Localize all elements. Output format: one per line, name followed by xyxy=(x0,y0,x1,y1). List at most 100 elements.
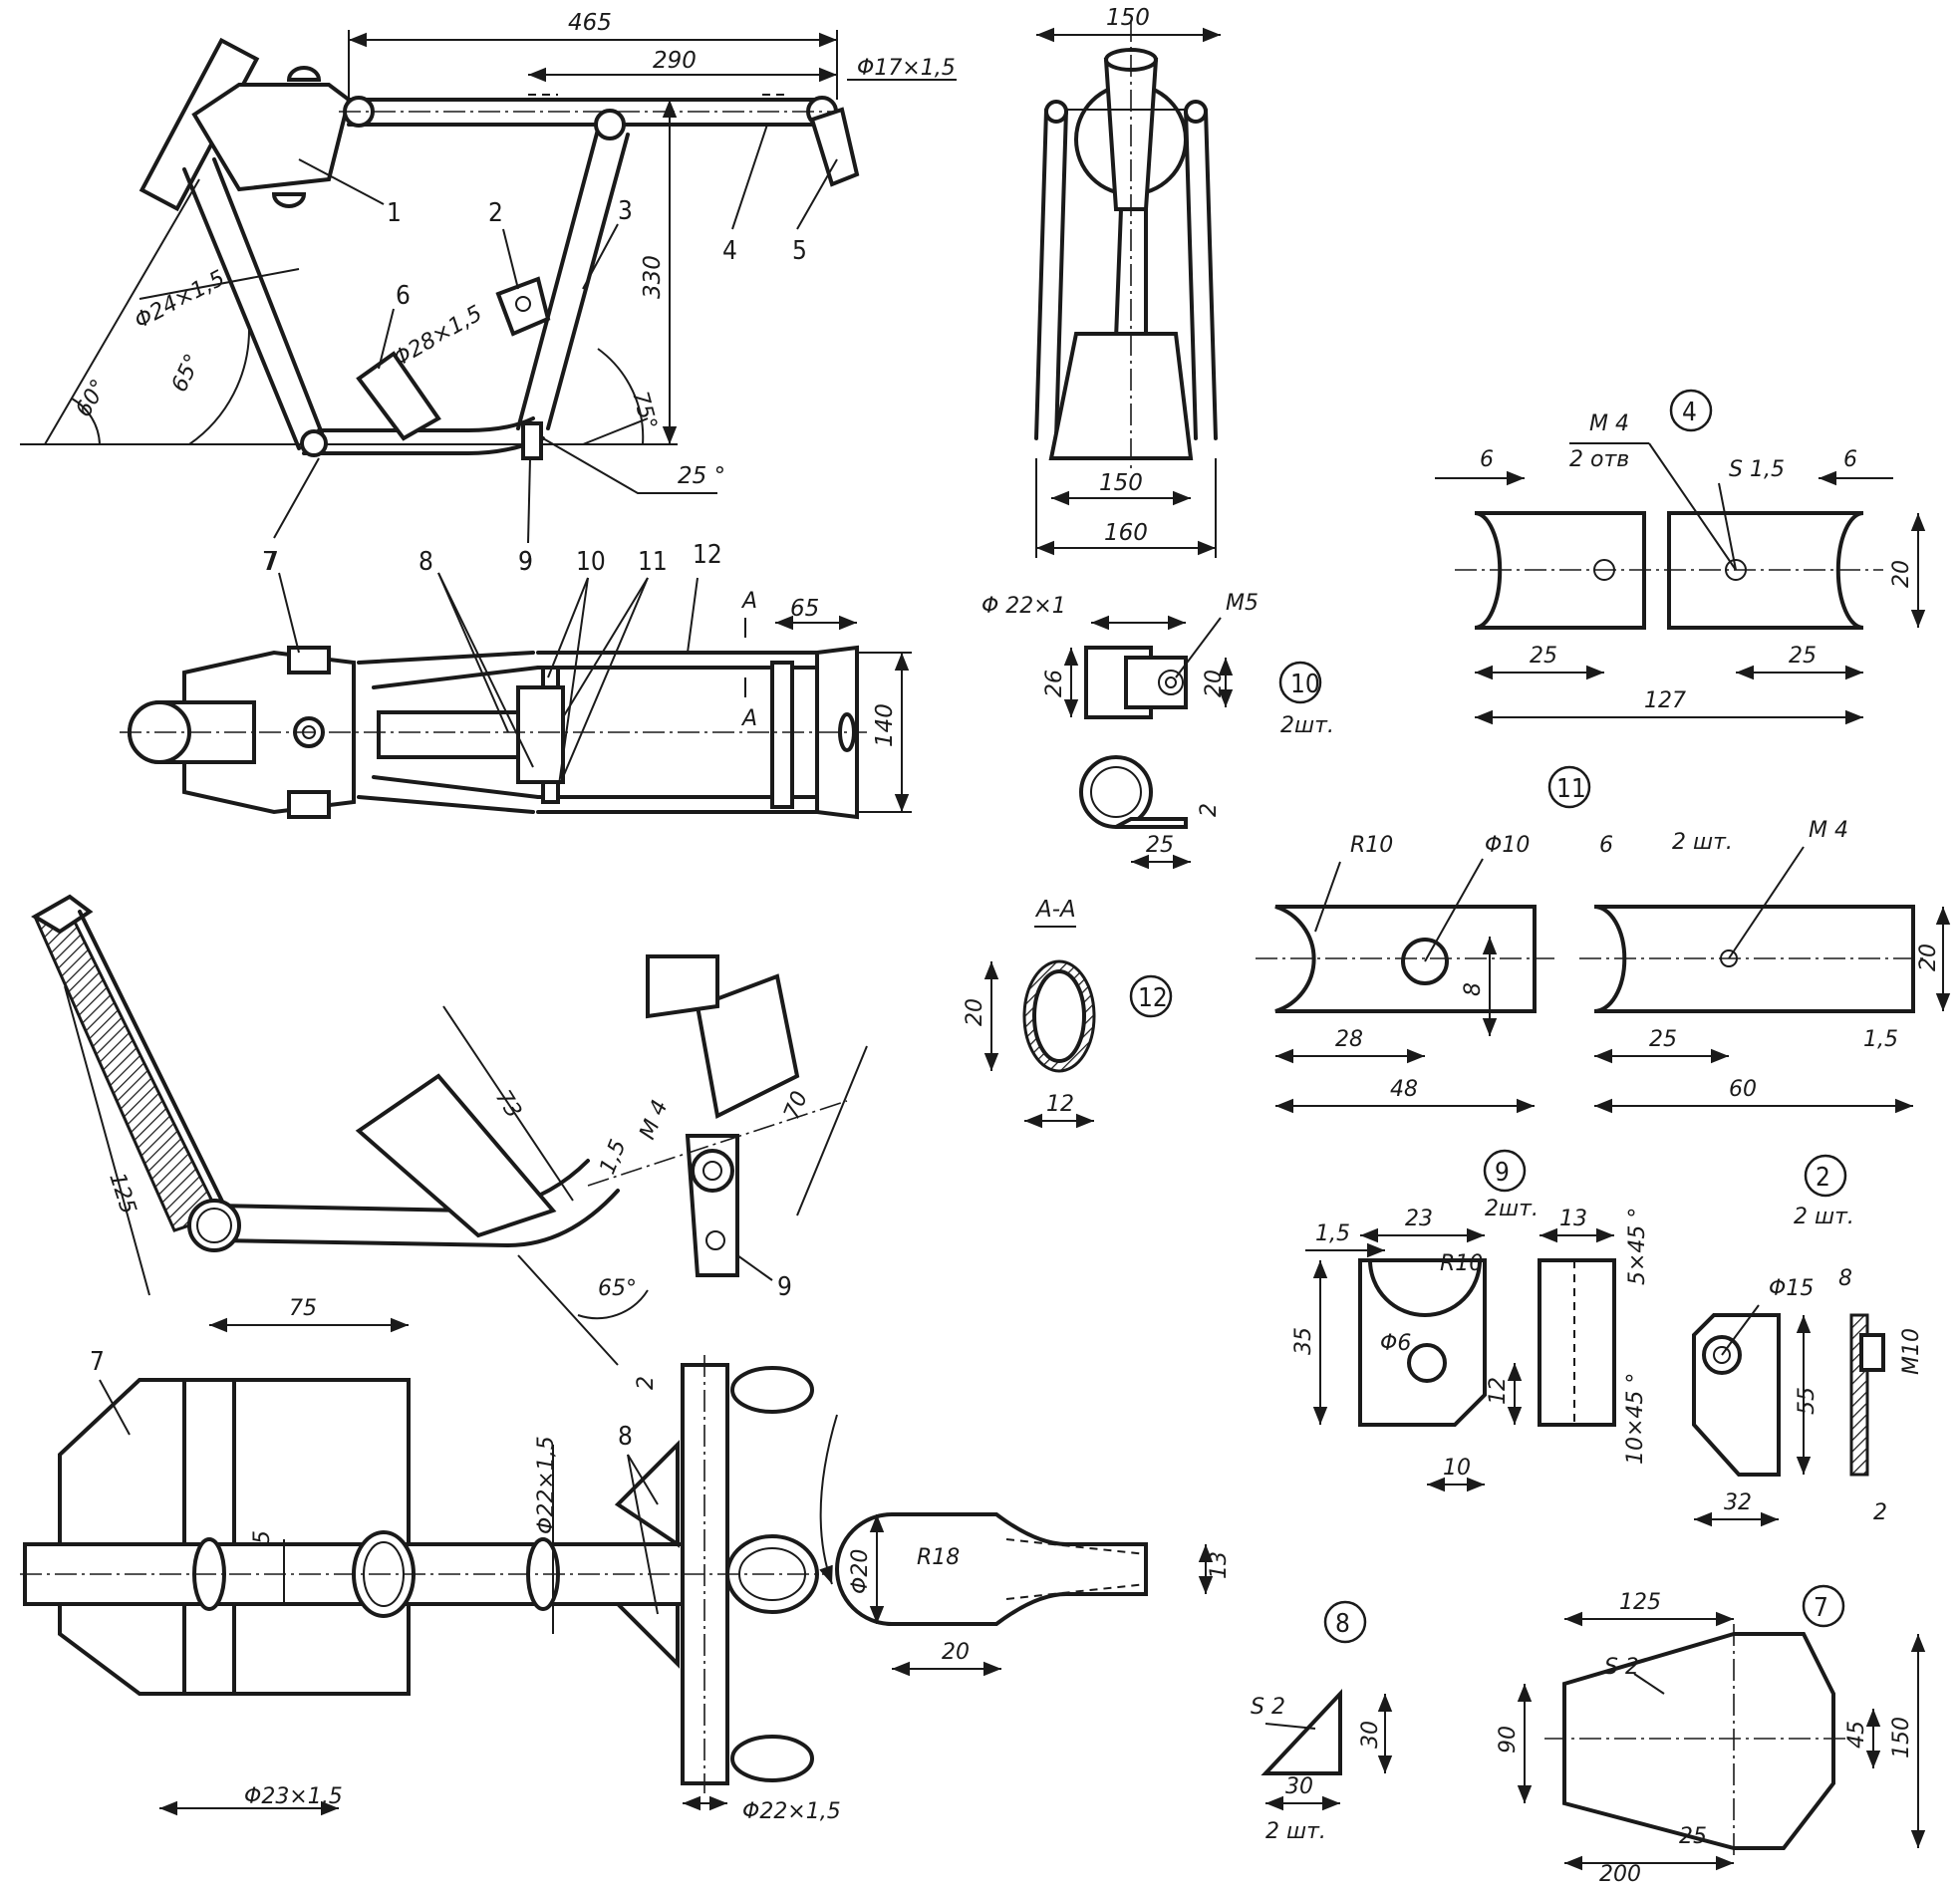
part10-qty: 2шт. xyxy=(1280,713,1334,738)
top-callout-11: 11 xyxy=(638,547,668,577)
part-7: 7 125 S 2 90 45 150 25 200 xyxy=(1496,1584,1926,1887)
part-10: Φ 22×1 M5 26 20 10 2шт. 25 2 xyxy=(981,591,1334,870)
p11-m4: M 4 xyxy=(1809,818,1848,843)
p4-d6a: 6 xyxy=(1480,447,1494,472)
p11-d15: 1,5 xyxy=(1863,1027,1898,1052)
p11-d20: 20 xyxy=(1916,944,1941,971)
section-a-top: A xyxy=(740,589,757,614)
frame-front-view: 150 150 160 xyxy=(1034,5,1221,558)
p4-d6b: 6 xyxy=(1843,447,1857,472)
p4-s15: S 1,5 xyxy=(1729,457,1785,482)
p8-d30h: 30 xyxy=(1285,1774,1313,1799)
dim-465: 465 xyxy=(568,10,612,36)
bend-a65: 65° xyxy=(598,1276,637,1301)
p11-f10: Φ10 xyxy=(1485,833,1530,858)
part2-number: 2 xyxy=(1816,1163,1830,1193)
p4-holes: 2 отв xyxy=(1569,447,1629,472)
callout-3: 3 xyxy=(618,196,633,226)
p9-d10: 10 xyxy=(1443,1456,1471,1481)
sec-d20: 20 xyxy=(963,998,987,1026)
part-11: 11 R10 Φ10 6 2 шт. M 4 8 20 28 48 25 1,5… xyxy=(1256,765,1951,1114)
p2-m10: M10 xyxy=(1899,1328,1924,1375)
part7-number: 7 xyxy=(1814,1593,1828,1623)
dim-330: 330 xyxy=(640,255,666,299)
callout-9: 9 xyxy=(518,547,533,577)
p2-c5: 5×45 ° xyxy=(1625,1208,1650,1285)
tube-end-f20: Φ20 xyxy=(848,1549,873,1594)
top-detail-d5: 5 xyxy=(250,1530,275,1544)
p11-r10: R10 xyxy=(1350,833,1393,858)
p7-d90: 90 xyxy=(1496,1726,1521,1754)
p11-d28: 28 xyxy=(1335,1027,1363,1052)
p7-d200: 200 xyxy=(1599,1862,1641,1887)
p9-d15: 1,5 xyxy=(1315,1221,1350,1246)
part-4: 4 M 4 2 отв S 1,5 6 6 20 25 25 127 xyxy=(1435,389,1926,725)
p10-tube: Φ 22×1 xyxy=(981,594,1066,619)
angle-60: 60° xyxy=(72,376,113,421)
callout-6: 6 xyxy=(396,281,411,311)
angle-75: 75° xyxy=(627,389,661,432)
p7-d45: 45 xyxy=(1844,1721,1869,1749)
front-dim-160: 160 xyxy=(1104,520,1148,546)
p4-d127: 127 xyxy=(1644,688,1686,713)
callout-2: 2 xyxy=(488,198,503,228)
bend-detail: 125 75 73 70 M 4 1,5 65° 9 xyxy=(31,894,868,1366)
section-a-a: A-A 12 20 12 xyxy=(963,897,1173,1129)
section-title: A-A xyxy=(1034,897,1076,923)
p7-s2: S 2 xyxy=(1604,1655,1639,1680)
top-callout-7: 7 xyxy=(262,547,277,577)
p8-d30v: 30 xyxy=(1358,1721,1383,1749)
p10-d25: 25 xyxy=(1146,833,1174,858)
top-detail-tube22a: Φ22×1,5 xyxy=(534,1436,559,1534)
frame-side-view: 465 290 Φ17×1,5 330 Φ24×1,5 Φ28×1,5 60° … xyxy=(20,10,957,577)
p9-r10: R10 xyxy=(1440,1251,1483,1276)
angle-25: 25 ° xyxy=(678,463,725,489)
dim-290: 290 xyxy=(653,48,697,74)
p11-d6: 6 xyxy=(1599,833,1613,858)
p10-m5: M5 xyxy=(1226,591,1259,616)
p7-d25: 25 xyxy=(1679,1824,1707,1849)
part8-number: 8 xyxy=(1335,1609,1350,1639)
part-2: 2 2 шт. 5×45 ° 10×45 ° Φ15 8 M10 55 32 2 xyxy=(1623,1154,1924,1527)
angle-65: 65° xyxy=(167,351,206,397)
tube-end-r18: R18 xyxy=(917,1545,960,1570)
tube-end-d20: 20 xyxy=(942,1640,970,1665)
front-dim-150-top: 150 xyxy=(1106,5,1150,31)
callout-4: 4 xyxy=(722,236,737,266)
part9-qty: 2шт. xyxy=(1485,1197,1539,1221)
bend-m4: M 4 xyxy=(635,1097,673,1143)
p2-d32: 32 xyxy=(1724,1490,1752,1515)
part-9: 9 2шт. 1,5 23 13 R10 Φ6 35 12 10 xyxy=(1291,1149,1616,1492)
p9-d12: 12 xyxy=(1486,1377,1511,1405)
bend-callout-9: 9 xyxy=(777,1272,792,1302)
p4-m4: M 4 xyxy=(1589,411,1629,436)
dim-tube28: Φ28×1,5 xyxy=(390,301,487,372)
p2-f15: Φ15 xyxy=(1769,1276,1814,1301)
p4-d25b: 25 xyxy=(1789,644,1817,669)
part9-number: 9 xyxy=(1495,1158,1510,1188)
frame-top-view: A A 65 140 7 8 9 10 11 12 xyxy=(120,540,912,820)
top-detail-callout-8: 8 xyxy=(618,1422,633,1452)
part11-number: 11 xyxy=(1556,774,1586,804)
top-detail: 5 Φ22×1,5 Φ23×1,5 Φ22×1,5 2 7 8 xyxy=(20,1347,841,1824)
p10-d2: 2 xyxy=(1197,803,1222,817)
part-8: 8 S 2 30 30 2 шт. xyxy=(1251,1600,1393,1844)
p9-d35: 35 xyxy=(1291,1327,1316,1355)
p2-d8: 8 xyxy=(1838,1266,1852,1291)
section-number: 12 xyxy=(1138,983,1168,1013)
p2-d55: 55 xyxy=(1795,1387,1820,1415)
top-detail-tube22b: Φ22×1,5 xyxy=(742,1799,841,1824)
part2-qty: 2 шт. xyxy=(1794,1205,1854,1229)
p11-d25: 25 xyxy=(1649,1027,1677,1052)
p11-d48: 48 xyxy=(1390,1077,1418,1102)
p2-c10: 10×45 ° xyxy=(1623,1373,1648,1465)
tube-end-detail: R18 Φ20 13 20 xyxy=(835,1512,1232,1677)
top-callout-10: 10 xyxy=(576,547,606,577)
p2-d2: 2 xyxy=(1873,1500,1887,1525)
top-callout-9: 9 xyxy=(518,547,533,577)
top-detail-d2: 2 xyxy=(634,1376,659,1390)
top-callout-12: 12 xyxy=(693,540,722,570)
front-dim-150-bot: 150 xyxy=(1099,470,1143,496)
bend-d125: 125 xyxy=(104,1170,140,1217)
